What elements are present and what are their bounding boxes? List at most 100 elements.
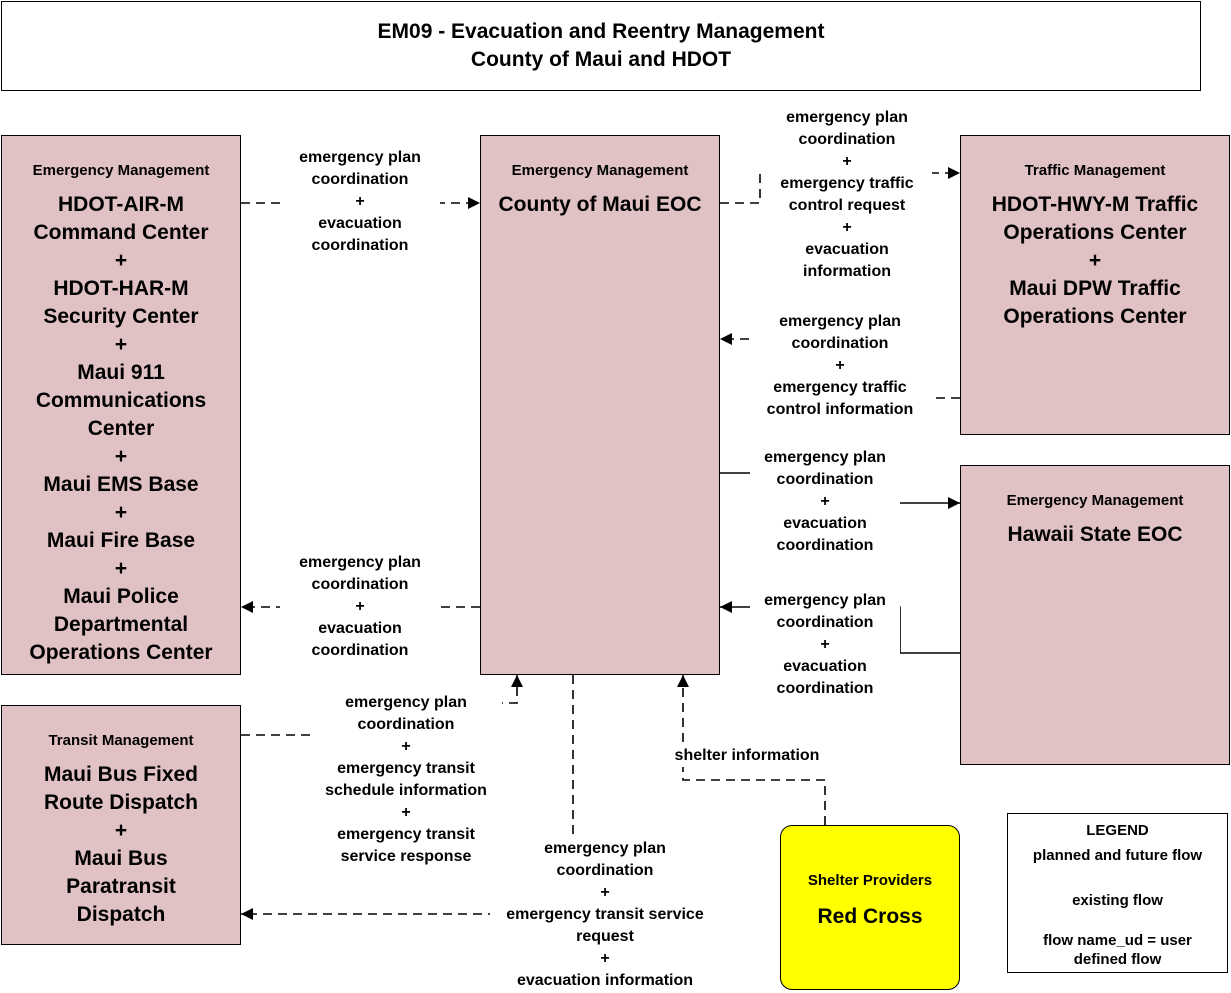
node-name: HDOT-AIR-M Command Center + HDOT-HAR-M S… — [2, 191, 240, 667]
node-line: Communications — [35, 389, 207, 412]
legend-existing-label: existing flow — [1072, 892, 1163, 909]
flow-label-line: emergency plan — [764, 449, 886, 466]
node-name: Hawaii State EOC — [961, 521, 1229, 549]
node-line: + — [114, 445, 128, 468]
node-hawaii-state-eoc: Emergency Management Hawaii State EOC — [960, 465, 1230, 765]
node-line: Maui 911 — [77, 361, 165, 384]
node-line: Dispatch — [76, 903, 166, 926]
flow-label-county-to-traffic: emergency plan coordination + emergency … — [762, 107, 932, 283]
flow-label-line: + — [355, 193, 365, 210]
flow-label-line: emergency traffic — [773, 379, 907, 396]
flow-label-line: control information — [766, 401, 914, 418]
node-name: County of Maui EOC — [481, 191, 719, 219]
flow-label-line: coordination — [791, 335, 889, 352]
flow-label-county-to-state: emergency plan coordination + evacuation… — [750, 447, 900, 557]
node-line: Maui Bus Fixed — [43, 763, 199, 786]
node-category: Emergency Management — [511, 162, 689, 179]
node-line: Red Cross — [817, 905, 923, 928]
flow-label-traffic-to-county: emergency plan coordination + emergency … — [750, 311, 930, 421]
flow-label-line: + — [820, 493, 830, 510]
flow-arrow-shelter-to-county — [677, 675, 826, 825]
node-line: Security Center — [43, 305, 199, 328]
flow-label-line: emergency transit — [337, 826, 475, 843]
node-line: Operations Center — [29, 641, 213, 664]
flow-label-line: + — [401, 738, 411, 755]
node-line: Departmental — [53, 613, 189, 636]
flow-label-line: + — [842, 219, 852, 236]
flow-label-line: information — [803, 263, 891, 280]
flow-label-line: emergency plan — [299, 149, 421, 166]
flow-label-line: evacuation — [783, 515, 867, 532]
node-line: + — [114, 819, 128, 842]
flow-label-line: emergency plan — [786, 109, 908, 126]
flow-label-line: coordination — [311, 237, 409, 254]
flow-label-county-to-hdot: emergency plan coordination + evacuation… — [280, 552, 440, 662]
legend-note-line-2: defined flow — [1073, 951, 1162, 968]
node-traffic-management: Traffic Management HDOT-HWY-M Traffic Op… — [960, 135, 1230, 435]
flow-label-line: + — [835, 357, 845, 374]
legend-note-line-1: flow name_ud = user — [1043, 932, 1192, 949]
node-name: HDOT-HWY-M Traffic Operations Center + M… — [961, 191, 1229, 331]
flow-label-line: + — [842, 153, 852, 170]
node-category: Emergency Management — [1006, 492, 1184, 509]
flow-label-line: control request — [788, 197, 906, 214]
flow-label-line: + — [401, 804, 411, 821]
flow-label-line: coordination — [798, 131, 896, 148]
flow-label-line: service response — [340, 848, 472, 865]
flow-label-line: coordination — [776, 471, 874, 488]
flow-label-line: coordination — [311, 642, 409, 659]
node-line: Maui Bus — [74, 847, 168, 870]
flow-label-line: + — [355, 598, 365, 615]
node-line: + — [114, 501, 128, 524]
node-category: Emergency Management — [32, 162, 210, 179]
title-line-2: County of Maui and HDOT — [470, 48, 732, 71]
node-county-eoc: Emergency Management County of Maui EOC — [480, 135, 720, 675]
node-line: HDOT-HWY-M Traffic — [991, 193, 1199, 216]
node-line: Maui DPW Traffic — [1009, 277, 1181, 300]
flow-label-state-to-county: emergency plan coordination + evacuation… — [750, 590, 900, 700]
node-line: + — [1088, 249, 1102, 272]
node-line: Maui Fire Base — [46, 529, 196, 552]
flow-label-transit-to-county: emergency plan coordination + emergency … — [310, 692, 502, 868]
flow-label-line: evacuation — [318, 215, 402, 232]
flow-arrow-county-to-transit — [241, 675, 574, 920]
flow-label-line: evacuation — [783, 658, 867, 675]
flow-label-shelter-to-county: shelter information — [660, 745, 834, 767]
legend: LEGEND planned and future flow existing … — [1007, 813, 1228, 973]
flow-label-line: coordination — [556, 862, 654, 879]
flow-label-line: coordination — [776, 680, 874, 697]
flow-label-line: emergency plan — [299, 554, 421, 571]
node-line: Operations Center — [1003, 305, 1187, 328]
node-line: Route Dispatch — [43, 791, 198, 814]
node-name: Red Cross — [781, 903, 959, 931]
flow-label-line: + — [600, 950, 610, 967]
flow-label-line: emergency plan — [779, 313, 901, 330]
flow-label-line: evacuation information — [516, 972, 694, 989]
node-line: Center — [87, 417, 155, 440]
node-shelter-providers: Shelter Providers Red Cross — [780, 825, 960, 990]
node-hdot-group: Emergency Management HDOT-AIR-M Command … — [1, 135, 241, 675]
node-category: Traffic Management — [1024, 162, 1166, 179]
flow-label-line: emergency plan — [764, 592, 886, 609]
node-name: Maui Bus Fixed Route Dispatch + Maui Bus… — [2, 761, 240, 929]
flow-label-hdot-to-county: emergency plan coordination + evacuation… — [280, 147, 440, 257]
node-line: + — [114, 557, 128, 580]
flow-label-line: evacuation — [805, 241, 889, 258]
flow-label-line: emergency plan — [544, 840, 666, 857]
flow-label-line: schedule information — [325, 782, 487, 799]
node-line: Operations Center — [1003, 221, 1187, 244]
diagram-title: EM09 - Evacuation and Reentry Management… — [1, 1, 1201, 91]
node-line: HDOT-AIR-M — [58, 193, 184, 216]
flow-label-line: coordination — [776, 614, 874, 631]
legend-title: LEGEND — [1086, 822, 1149, 839]
flow-label-line: shelter information — [674, 747, 820, 764]
flow-label-line: coordination — [311, 171, 409, 188]
flow-label-line: emergency plan — [345, 694, 467, 711]
title-line-1: EM09 - Evacuation and Reentry Management — [377, 20, 825, 43]
flow-label-line: emergency transit service — [506, 906, 704, 923]
flow-label-line: coordination — [311, 576, 409, 593]
flow-label-line: coordination — [357, 716, 455, 733]
node-transit-management: Transit Management Maui Bus Fixed Route … — [1, 705, 241, 945]
node-category: Shelter Providers — [807, 872, 933, 889]
